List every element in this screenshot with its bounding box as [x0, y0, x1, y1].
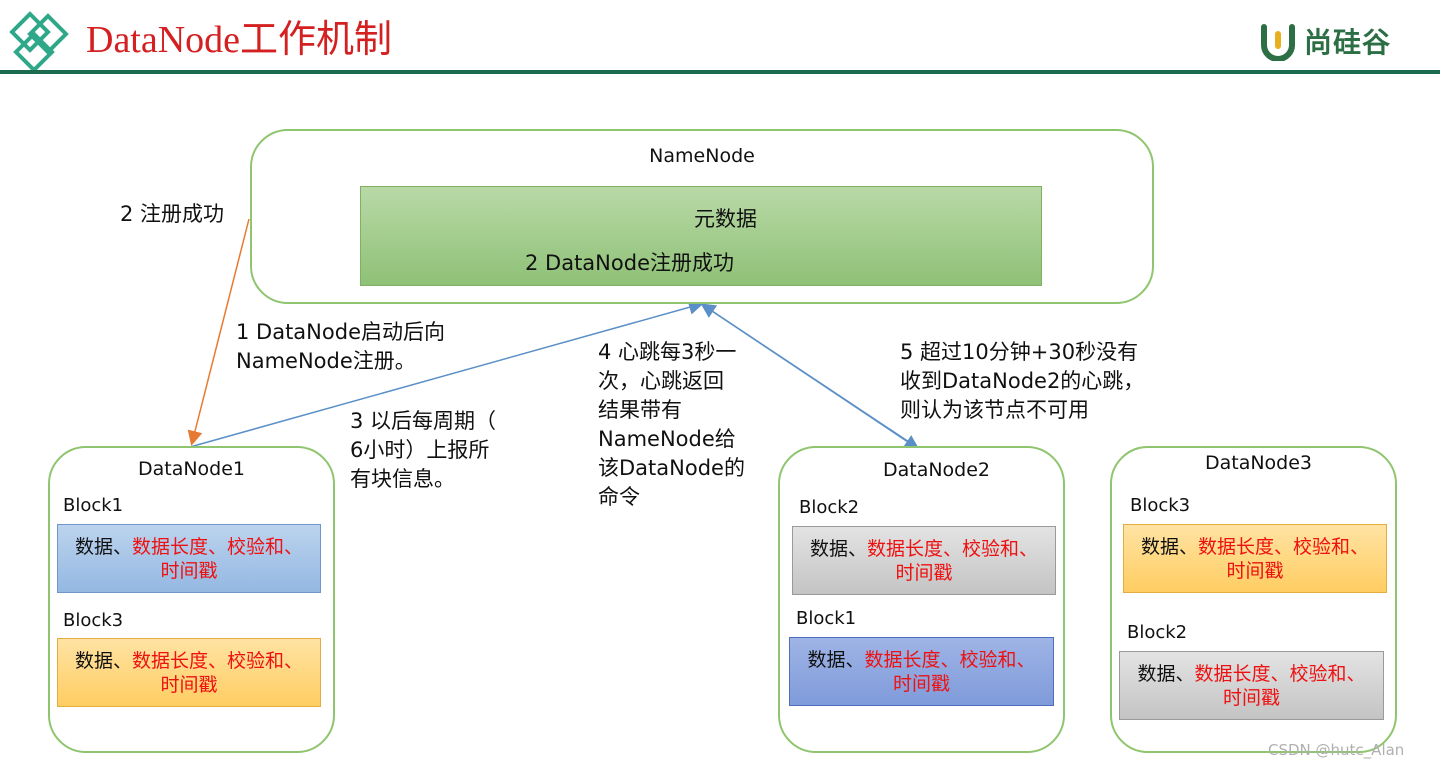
datanode3-block2-box: 数据、数据长度、校验和、 时间戳: [1119, 651, 1384, 720]
datanode2-block2-box: 数据、数据长度、校验和、 时间戳: [792, 526, 1056, 595]
page-title: DataNode工作机制: [86, 19, 393, 61]
brand-u-icon: [1261, 24, 1295, 61]
datanode1-title: DataNode1: [137, 458, 246, 480]
register-arrow: [187, 218, 250, 446]
watermark: CSDN @hutc_Alan: [1268, 741, 1405, 759]
datanode1-block3-label: Block3: [63, 610, 124, 631]
heartbeat-arrow-dn2-down: [702, 304, 920, 450]
datanode2-box: [778, 446, 1065, 753]
heartbeat-arrow-dn1: [189, 300, 704, 448]
timeout-note: 5 超过10分钟+30秒没有 收到DataNode2的心跳， 则认为该节点不可用: [900, 340, 1145, 422]
block-report-note: 3 以后每周期（ 6小时）上报所 有块信息。: [350, 409, 497, 491]
datanode2-block1-label: Block1: [796, 608, 857, 629]
register-success-label: 2 注册成功: [120, 202, 225, 226]
datanode2-title: DataNode2: [882, 459, 991, 481]
datanode1-block1-label: Block1: [63, 495, 124, 516]
brand-logo: 尚硅谷: [1258, 18, 1434, 64]
metadata-box: 元数据 2 DataNode注册成功: [360, 186, 1042, 286]
register-note: 1 DataNode启动后向 NameNode注册。: [236, 320, 445, 373]
datanode3-block2-label: Block2: [1127, 622, 1188, 643]
datanode1-block1-box: 数据、数据长度、校验和、 时间戳: [57, 524, 321, 593]
datanode3-block3-box: 数据、数据长度、校验和、 时间戳: [1123, 524, 1387, 593]
datanode3-title: DataNode3: [1204, 452, 1313, 474]
metadata-entry: 2 DataNode注册成功: [525, 251, 734, 275]
datanode3-block3-label: Block3: [1130, 495, 1191, 516]
datanode1-block3-box: 数据、数据长度、校验和、 时间戳: [57, 638, 321, 707]
namenode-title: NameNode: [649, 145, 755, 167]
datanode2-block2-label: Block2: [799, 497, 860, 518]
header-divider: [0, 70, 1440, 74]
brand-name: 尚硅谷: [1304, 26, 1392, 59]
datanode2-block1-box: 数据、数据长度、校验和、 时间戳: [789, 637, 1054, 706]
metadata-title: 元数据: [694, 207, 757, 231]
heartbeat-note: 4 心跳每3秒一 次，心跳返回 结果带有 NameNode给 该DataNode…: [598, 340, 745, 509]
